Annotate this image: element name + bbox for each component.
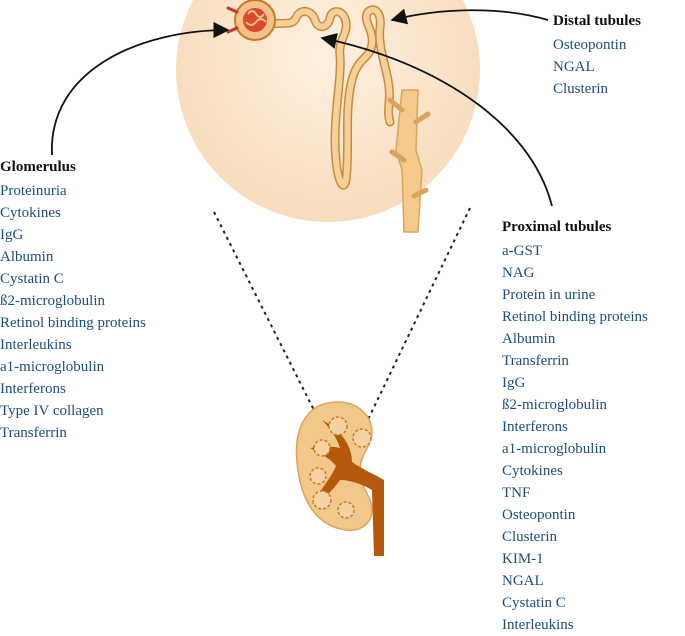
- list-item: Interleukins: [0, 337, 72, 353]
- list-item: Retinol binding proteins: [0, 315, 146, 331]
- list-item: NGAL: [553, 59, 595, 75]
- list-item: Clusterin: [502, 529, 557, 545]
- proximal-tubules-group: Proximal tubules a-GST NAG Protein in ur…: [502, 218, 648, 636]
- list-item: KIM-1: [502, 551, 544, 567]
- list-item: Interferons: [502, 419, 568, 435]
- nephron-tubules: [267, 5, 395, 190]
- proximal-tubules-heading: Proximal tubules: [502, 219, 612, 235]
- glomerulus-group: Glomerulus Proteinuria Cytokines IgG Alb…: [0, 158, 146, 444]
- glomerulus-capsule: [226, 0, 276, 41]
- proximal-marker-list: a-GST NAG Protein in urine Retinol bindi…: [502, 240, 648, 636]
- list-item: TNF: [502, 485, 531, 501]
- list-item: Interferons: [0, 381, 66, 397]
- list-item: Cystatin C: [502, 595, 566, 611]
- list-item: Type IV collagen: [0, 403, 104, 419]
- list-item: ß2-microglobulin: [502, 397, 607, 413]
- arrow-distal: [390, 8, 549, 25]
- glomerulus-marker-list: Proteinuria Cytokines IgG Albumin Cystat…: [0, 180, 146, 444]
- list-item: a1-microglobulin: [0, 359, 105, 375]
- list-item: Albumin: [502, 331, 556, 347]
- list-item: ß2-microglobulin: [0, 293, 105, 309]
- distal-tubules-heading: Distal tubules: [553, 13, 641, 29]
- arrow-glomerulus: [51, 21, 230, 156]
- zoom-line-right: [361, 207, 471, 433]
- list-item: Cytokines: [0, 205, 61, 221]
- list-item: IgG: [0, 227, 24, 243]
- zoom-line-left: [213, 211, 326, 433]
- collecting-duct: [387, 89, 431, 233]
- list-item: Osteopontin: [553, 37, 627, 53]
- list-item: a-GST: [502, 243, 542, 259]
- distal-tubules-group: Distal tubules Osteopontin NGAL Clusteri…: [553, 12, 641, 100]
- arrow-proximal: [320, 32, 553, 207]
- list-item: Albumin: [0, 249, 54, 265]
- list-item: NGAL: [502, 573, 544, 589]
- list-item: Interleukins: [502, 617, 574, 633]
- list-item: NAG: [502, 265, 535, 281]
- list-item: Cystatin C: [0, 271, 64, 287]
- glomerulus-heading: Glomerulus: [0, 159, 76, 175]
- list-item: a1-microglobulin: [502, 441, 607, 457]
- list-item: Transferrin: [0, 425, 67, 441]
- list-item: Clusterin: [553, 81, 608, 97]
- list-item: Protein in urine: [502, 287, 596, 303]
- list-item: Osteopontin: [502, 507, 576, 523]
- list-item: Proteinuria: [0, 183, 67, 199]
- magnified-nephron-circle: [176, 0, 480, 222]
- list-item: Retinol binding proteins: [502, 309, 648, 325]
- list-item: IgG: [502, 375, 526, 391]
- list-item: Cytokines: [502, 463, 563, 479]
- list-item: Transferrin: [502, 353, 569, 369]
- distal-marker-list: Osteopontin NGAL Clusterin: [553, 34, 641, 100]
- kidney: [295, 401, 384, 556]
